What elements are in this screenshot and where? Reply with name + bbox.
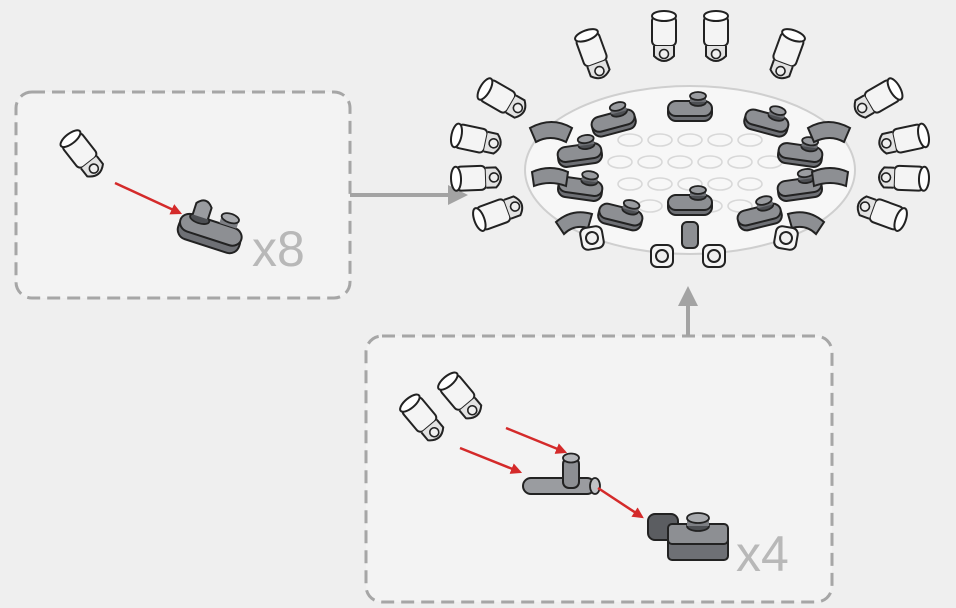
insert-arrow <box>114 181 183 215</box>
assembled-model <box>448 10 932 268</box>
callout-step-x4: x4 <box>364 334 834 604</box>
multiplier-x8: x8 <box>252 221 305 277</box>
insert-arrow <box>597 486 644 519</box>
plate-with-clip-icon <box>176 199 243 255</box>
insert-arrow <box>459 446 523 474</box>
multiplier-x4: x4 <box>736 526 789 582</box>
technic-t-connector-icon <box>522 452 601 495</box>
technic-t-connector-icon <box>578 221 800 268</box>
plate-with-bar-icon <box>647 512 729 561</box>
insert-arrow <box>505 426 568 454</box>
callout-step-x8: x8 <box>14 90 352 300</box>
